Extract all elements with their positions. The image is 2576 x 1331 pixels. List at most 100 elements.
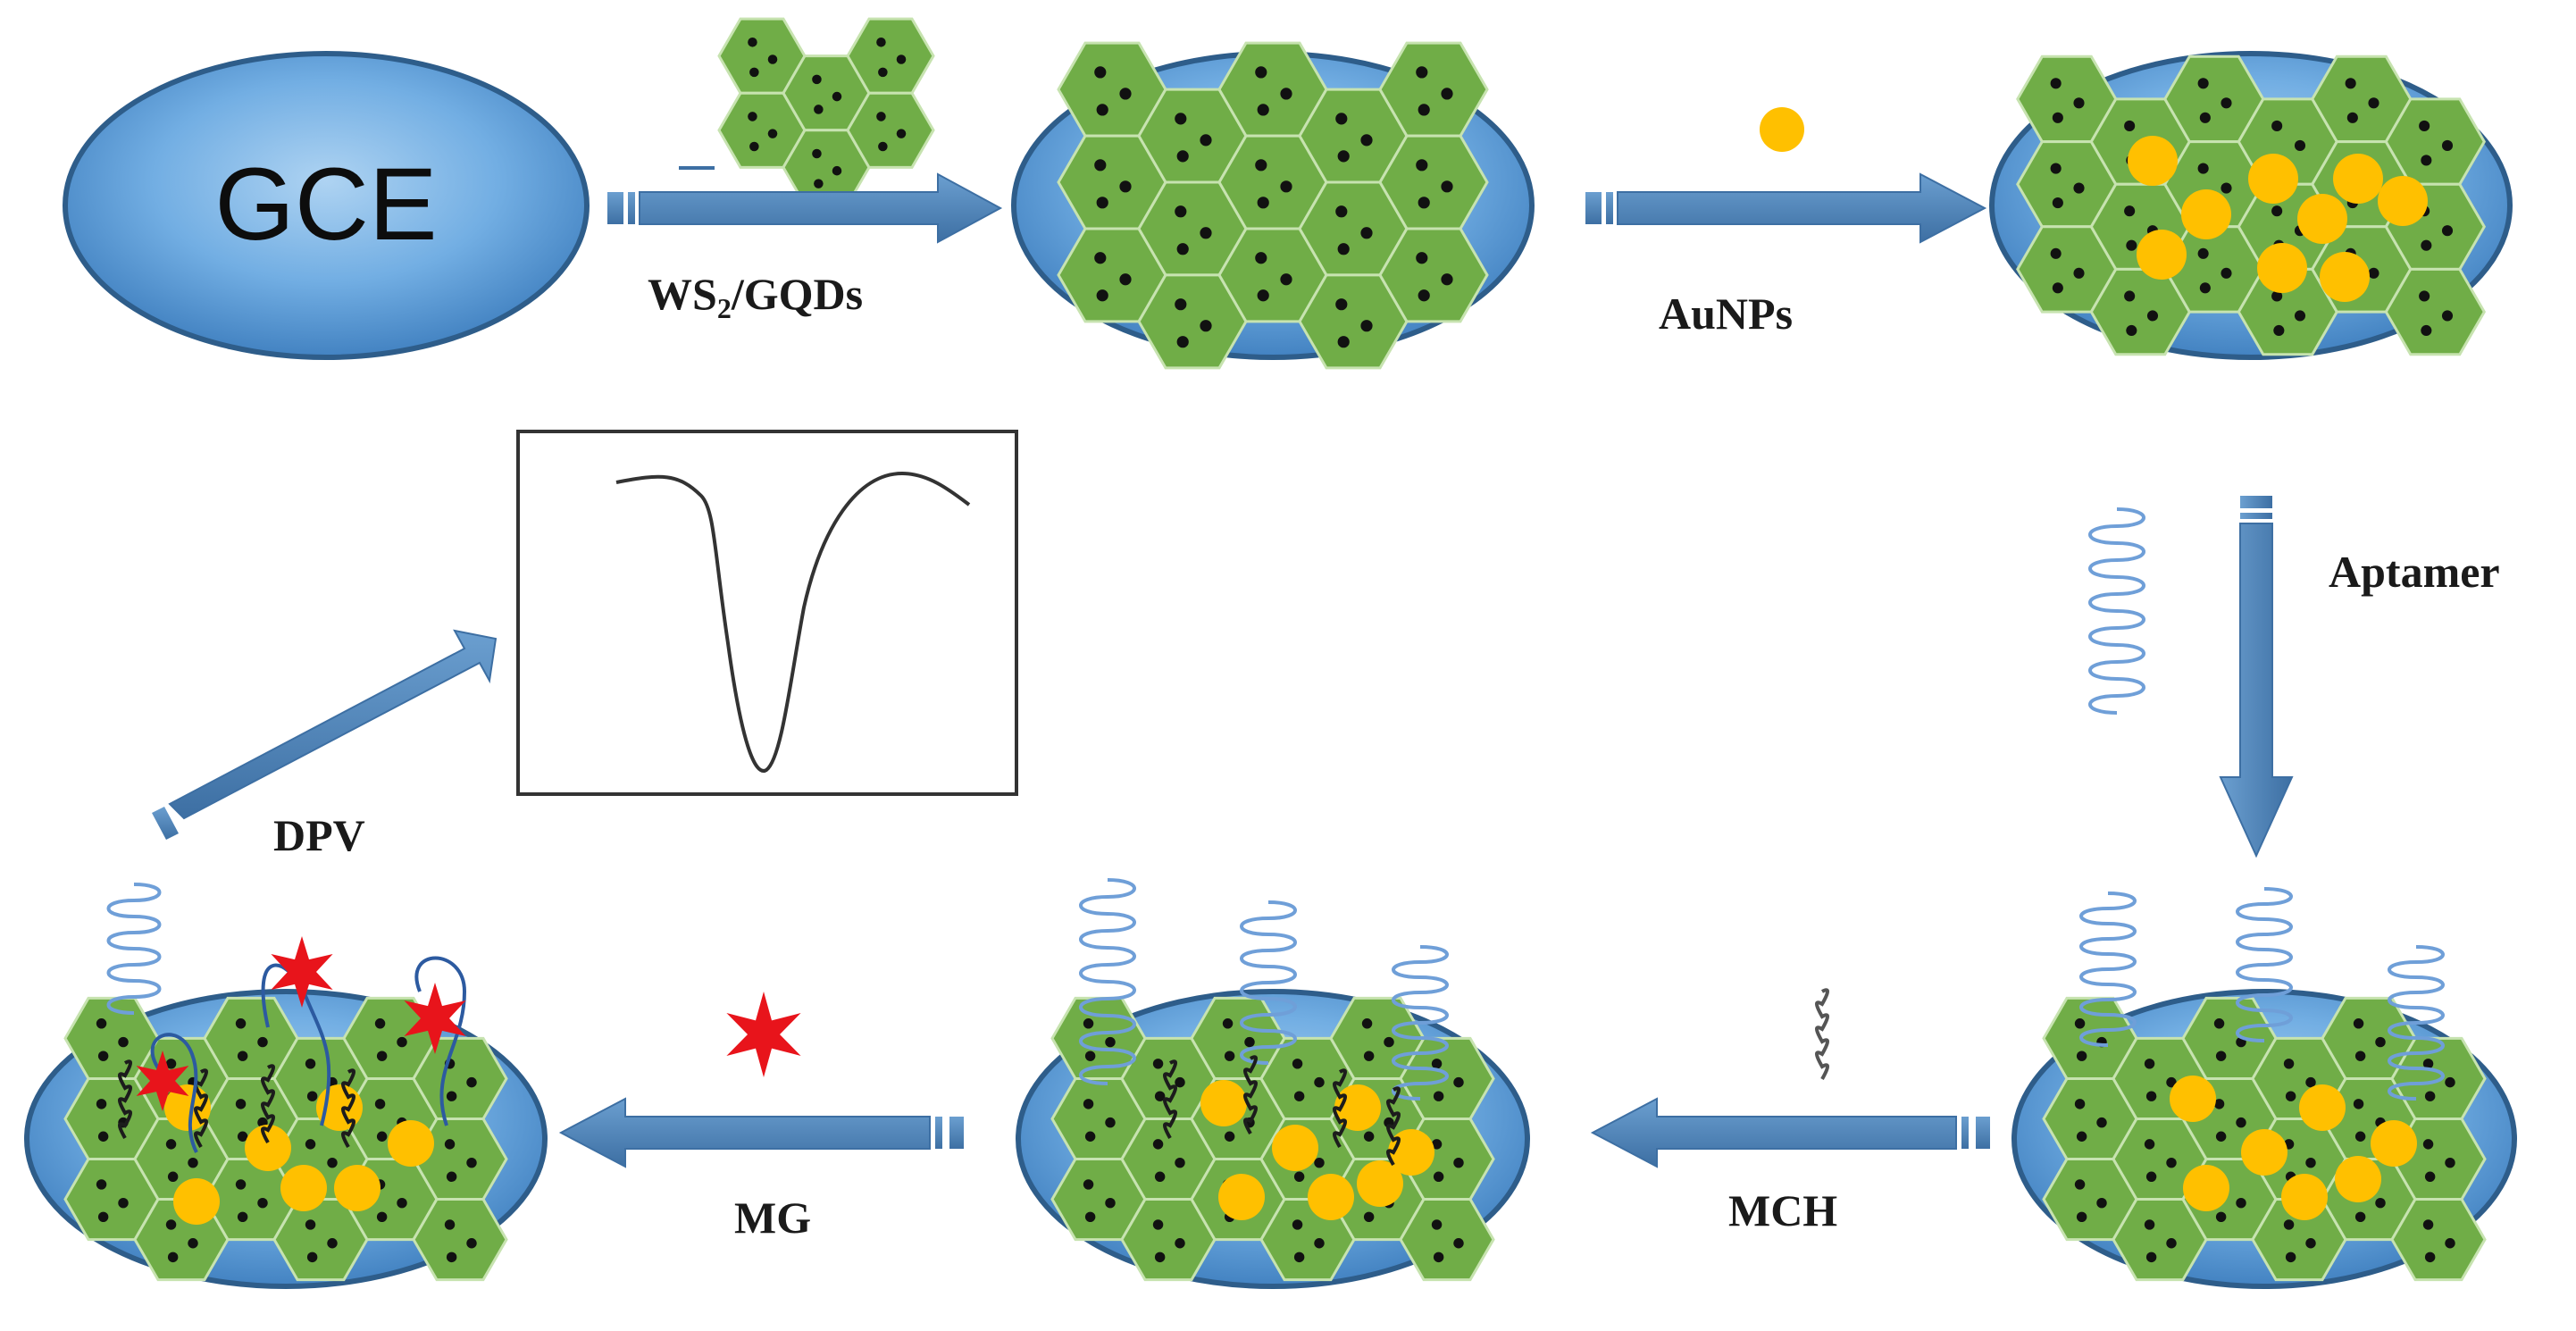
quantum-dot <box>1084 1051 1096 1061</box>
quantum-dot <box>327 1238 338 1249</box>
quantum-dot <box>1441 88 1453 100</box>
gce-label: GCE <box>214 147 437 262</box>
quantum-dot <box>2073 182 2085 194</box>
quantum-dot <box>165 1219 177 1230</box>
aptamer-label: Aptamer <box>2329 547 2500 597</box>
quantum-dot <box>1255 159 1267 172</box>
quantum-dot <box>1433 1251 1444 1263</box>
quantum-dot <box>1105 1117 1116 1128</box>
mch-strand <box>1333 1068 1347 1148</box>
quantum-dot <box>1280 88 1292 100</box>
hexagon-sheet <box>846 91 935 169</box>
quantum-dot <box>1335 113 1348 125</box>
quantum-dot <box>1384 1036 1394 1048</box>
quantum-dot <box>1222 1018 1234 1029</box>
quantum-dot <box>2213 1018 2225 1029</box>
quantum-dot <box>1200 227 1212 239</box>
quantum-dot <box>97 1131 109 1142</box>
quantum-dot <box>257 1197 268 1209</box>
quantum-dot <box>2283 1219 2295 1230</box>
quantum-dot <box>2096 1197 2107 1209</box>
quantum-dot <box>1418 289 1430 302</box>
quantum-dot <box>1337 150 1350 163</box>
quantum-dot <box>2073 267 2085 279</box>
quantum-dot <box>444 1139 456 1150</box>
quantum-dot <box>2126 324 2137 337</box>
quantum-dot <box>305 1139 316 1150</box>
gold-nanoparticle <box>280 1165 327 1211</box>
aptamer-strand <box>1392 945 1449 1101</box>
quantum-dot <box>2074 1179 2086 1190</box>
quantum-dot <box>305 1059 316 1069</box>
quantum-dot <box>1224 1051 1235 1061</box>
quantum-dot <box>1363 1211 1375 1223</box>
quantum-dot <box>237 1131 248 1142</box>
aptamer-strand <box>2088 507 2145 715</box>
quantum-dot <box>2166 1238 2177 1249</box>
gold-nanoparticle <box>1308 1174 1354 1220</box>
quantum-dot <box>2213 1099 2225 1109</box>
quantum-dot <box>2346 112 2358 123</box>
quantum-dot <box>1337 336 1350 348</box>
hexagon-sheet <box>1378 227 1489 323</box>
arrow-dpv <box>152 629 498 840</box>
quantum-dot <box>2050 247 2062 259</box>
quantum-dot <box>2052 197 2063 209</box>
mch-strand <box>261 1064 275 1143</box>
quantum-dot <box>1453 1157 1464 1168</box>
quantum-dot <box>2271 290 2283 302</box>
aptamer-strand <box>2079 892 2137 1047</box>
quantum-dot <box>1096 197 1108 209</box>
quantum-dot <box>2215 1051 2227 1061</box>
gold-nanoparticle <box>1272 1125 1318 1171</box>
quantum-dot <box>1119 180 1132 193</box>
quantum-dot <box>2050 78 2062 89</box>
gold-nanoparticle <box>1218 1174 1265 1220</box>
quantum-dot <box>2441 225 2454 237</box>
quantum-dot <box>832 91 842 102</box>
quantum-dot <box>1293 1251 1305 1263</box>
mch-strand <box>341 1068 355 1148</box>
quantum-dot <box>2445 1076 2455 1088</box>
quantum-dot <box>2424 1091 2436 1101</box>
quantum-dot <box>235 1018 247 1029</box>
quantum-dot <box>2345 78 2356 89</box>
gold-nanoparticle <box>2320 252 2370 302</box>
quantum-dot <box>2441 139 2454 152</box>
quantum-dot <box>1257 289 1269 302</box>
quantum-dot <box>2197 247 2209 259</box>
quantum-dot <box>2144 1219 2155 1230</box>
quantum-dot <box>2145 1091 2157 1101</box>
gold-nanoparticle <box>2181 189 2231 239</box>
quantum-dot <box>2285 1251 2296 1263</box>
quantum-dot <box>2052 282 2063 294</box>
gold-nanoparticle <box>2241 1129 2287 1176</box>
quantum-dot <box>2074 1018 2086 1029</box>
quantum-dot <box>878 141 888 152</box>
quantum-dot <box>2199 112 2211 123</box>
quantum-dot <box>2271 205 2283 217</box>
quantum-dot <box>2375 1036 2386 1048</box>
quantum-dot <box>2124 120 2136 132</box>
quantum-dot <box>814 179 824 188</box>
quantum-dot <box>466 1157 477 1168</box>
quantum-dot <box>376 1051 388 1061</box>
quantum-dot <box>1433 1091 1444 1101</box>
quantum-dot <box>96 1018 107 1029</box>
quantum-dot <box>1176 336 1189 348</box>
quantum-dot <box>1360 134 1373 146</box>
quantum-dot <box>1416 252 1428 264</box>
quantum-dot <box>1175 113 1187 125</box>
quantum-dot <box>397 1036 407 1048</box>
quantum-dot <box>2052 112 2063 123</box>
quantum-dot <box>305 1219 316 1230</box>
quantum-dot <box>2419 120 2430 132</box>
quantum-dot <box>2422 1219 2434 1230</box>
quantum-dot <box>1096 289 1108 302</box>
quantum-dot <box>2096 1117 2107 1128</box>
quantum-dot <box>749 67 759 78</box>
quantum-dot <box>1083 1099 1094 1109</box>
quantum-dot <box>1431 1059 1443 1069</box>
quantum-dot <box>1200 320 1212 332</box>
target-star <box>404 983 466 1054</box>
